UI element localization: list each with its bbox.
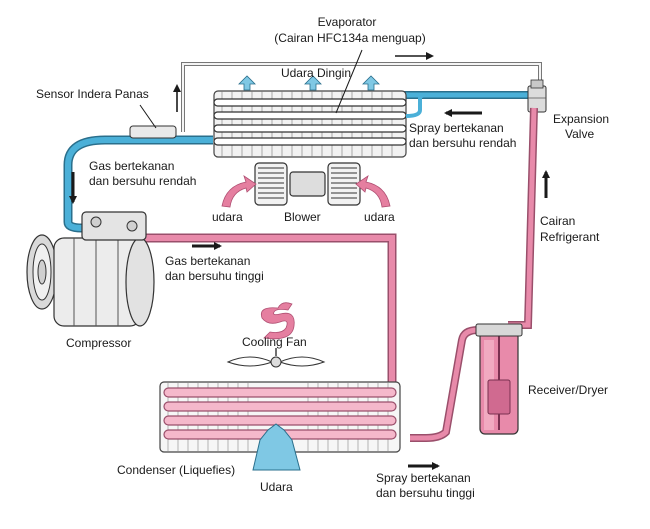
expansion-valve-label-1: Expansion — [553, 112, 609, 126]
cold-air-arrows — [238, 75, 380, 91]
cairan-label-2: Refrigerant — [540, 230, 600, 244]
udara-dingin-label: Udara Dingin — [281, 66, 351, 80]
sensor-leader-line — [139, 104, 157, 129]
evaporator-note-label: (Cairan HFC134a menguap) — [274, 31, 425, 45]
gas-low-label-1: Gas bertekanan — [89, 159, 174, 173]
condenser-label: Condenser (Liquefies) — [117, 463, 235, 477]
air-intake-arrow-right — [355, 175, 391, 208]
spray-low-label-1: Spray bertekanan — [409, 121, 504, 135]
evaporator-label: Evaporator — [318, 15, 377, 29]
air-intake-arrow-left — [221, 175, 257, 208]
evaporator — [213, 90, 431, 158]
spray-high-label-2: dan bersuhu tinggi — [376, 486, 475, 500]
sensor-bulb — [129, 125, 177, 139]
gas-high-label-2: dan bersuhu tinggi — [165, 269, 264, 283]
sensor-label: Sensor Indera Panas — [36, 87, 149, 101]
cooling-fan — [226, 348, 326, 368]
condenser — [159, 381, 401, 453]
spray-low-label-2: dan bersuhu rendah — [409, 136, 516, 150]
blower-label: Blower — [284, 210, 321, 224]
warm-air-icon — [260, 302, 295, 340]
udara-bottom-label: Udara — [260, 480, 293, 494]
discharge-line-high-pressure — [140, 233, 397, 388]
sensor-capillary-line — [181, 62, 542, 132]
receiver-dryer — [475, 323, 523, 435]
gas-low-label-2: dan bersuhu rendah — [89, 174, 196, 188]
udara-left-label: udara — [212, 210, 243, 224]
compressor-label: Compressor — [66, 336, 131, 350]
gas-high-label-1: Gas bertekanan — [165, 254, 250, 268]
udara-right-label: udara — [364, 210, 395, 224]
evaporator-leader-line — [335, 49, 363, 114]
expansion-valve — [527, 79, 547, 113]
spray-high-label-1: Spray bertekanan — [376, 471, 471, 485]
receiver-label: Receiver/Dryer — [528, 383, 608, 397]
cold-air-into-condenser — [252, 423, 301, 471]
compressor — [26, 211, 155, 327]
cairan-label-1: Cairan — [540, 214, 575, 228]
blower — [254, 162, 361, 206]
expansion-valve-label-2: Valve — [565, 127, 594, 141]
cooling-fan-label: Cooling Fan — [242, 335, 307, 349]
